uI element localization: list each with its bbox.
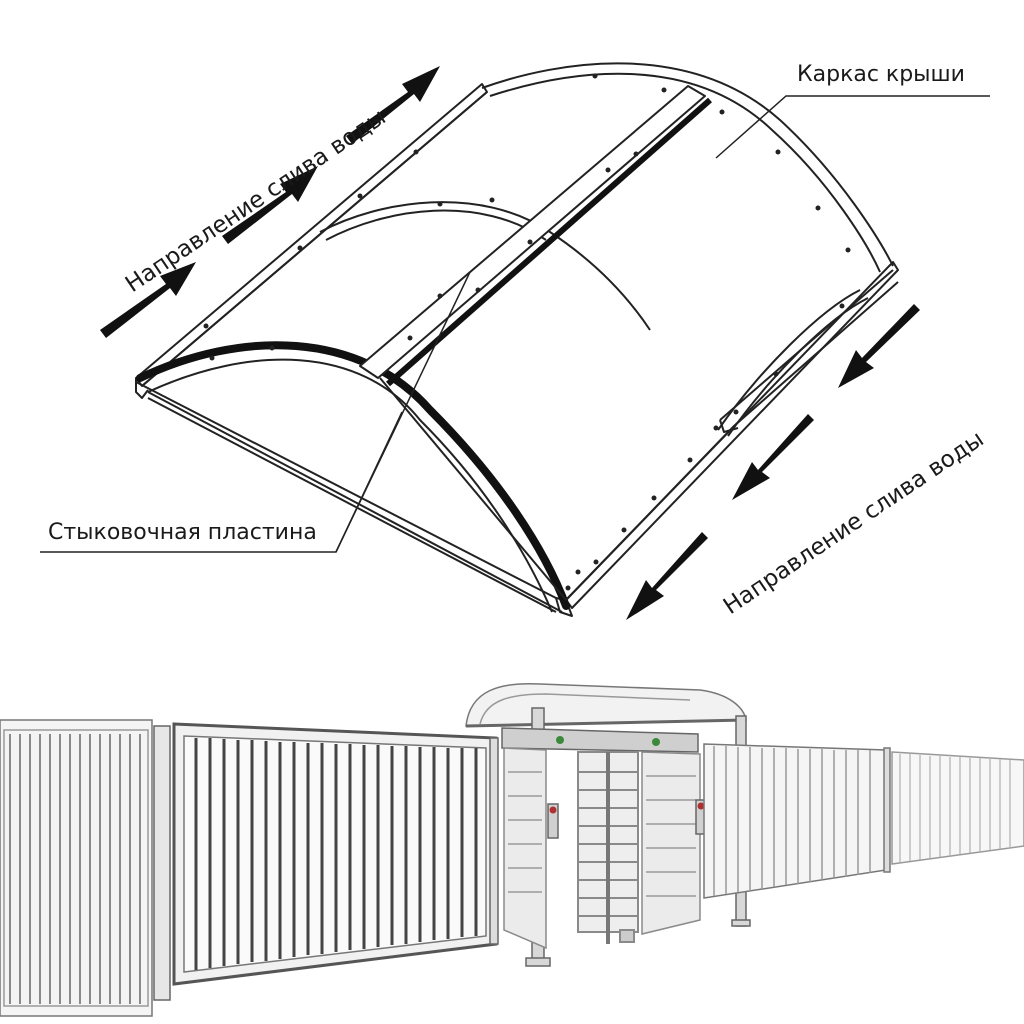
right-gutter — [555, 261, 899, 617]
fence-scene — [0, 682, 1024, 1017]
base-rail — [135, 381, 563, 613]
fence-bars-left — [9, 734, 141, 1004]
arrow-down-left-icon — [732, 414, 814, 500]
green-indicator-icon — [652, 738, 660, 746]
leader-lines — [40, 95, 990, 553]
turnstile-canopy — [465, 682, 747, 728]
roof-frame-label: Каркас крыши — [797, 62, 965, 87]
drain-arrows-right — [626, 304, 920, 620]
red-indicator-icon — [697, 802, 705, 810]
leader-roof-frame — [715, 95, 990, 159]
turnstile-rotor — [577, 751, 639, 944]
leader-docking-plate — [40, 271, 471, 553]
docking-plate-arch — [136, 341, 570, 610]
turnstile-side-cages — [503, 747, 701, 950]
arrow-up-right-icon — [222, 166, 318, 244]
canopy-frame — [135, 62, 899, 617]
card-readers — [547, 799, 707, 839]
gate-bars — [194, 738, 478, 970]
fence-panel-right-far — [891, 751, 1024, 865]
rear-arch — [481, 62, 894, 267]
docking-plate-label: Стыковочная пластина — [48, 520, 317, 545]
bolt-holes — [203, 73, 851, 591]
fence-panel-left — [0, 719, 153, 1017]
arrow-down-left-icon — [626, 532, 708, 620]
green-indicator-icon — [556, 736, 564, 744]
arrow-down-left-icon — [838, 304, 920, 388]
arrow-up-right-icon — [100, 262, 196, 338]
gate-post — [153, 725, 171, 1001]
drain-arrows-left — [100, 66, 440, 338]
center-ridge-beam — [359, 85, 712, 387]
red-indicator-icon — [549, 806, 557, 814]
turnstile-header — [501, 727, 699, 753]
arrow-up-right-icon — [346, 66, 440, 144]
